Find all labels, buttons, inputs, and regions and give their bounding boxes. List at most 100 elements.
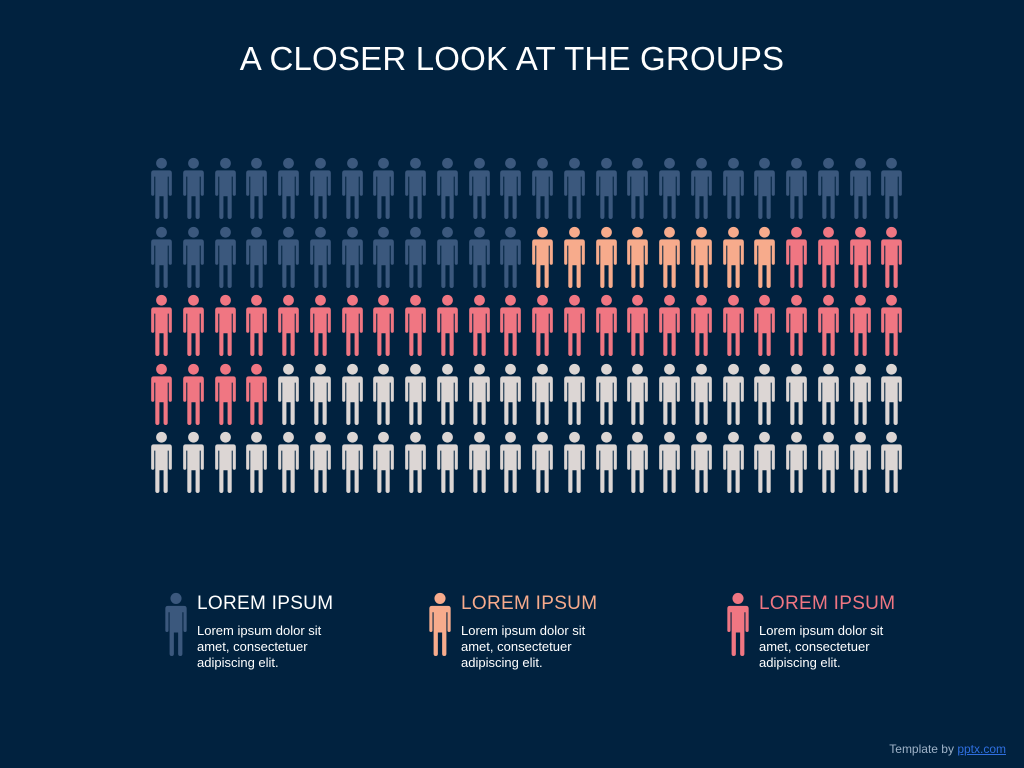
person-icon [627,157,649,219]
person-icon [341,294,363,356]
pictogram-grid [147,157,909,497]
person-icon [786,294,807,356]
person-icon [849,363,871,425]
person-icon [500,226,522,288]
person-icon [405,157,426,219]
person-icon [500,157,522,219]
person-icon [722,431,744,493]
person-icon [722,363,744,425]
person-icon [341,226,363,288]
person-icon [722,294,744,356]
legend-item-pink: LOREM IPSUM Lorem ipsum dolor sit amet, … [724,590,984,680]
person-icon [532,431,553,493]
person-icon [881,294,903,356]
person-icon [373,431,395,493]
person-icon [246,363,268,425]
person-icon [659,294,680,356]
person-icon [214,431,236,493]
person-icon [373,363,395,425]
person-icon [817,363,839,425]
person-icon [151,431,172,493]
person-icon [817,226,839,288]
person-icon [563,157,585,219]
legend-item-peach: LOREM IPSUM Lorem ipsum dolor sit amet, … [426,590,686,680]
person-icon [659,431,680,493]
person-icon [436,226,458,288]
slide-title: A CLOSER LOOK AT THE GROUPS [239,40,785,77]
person-icon [468,157,490,219]
person-icon [532,363,553,425]
person-icon [341,363,363,425]
person-icon [786,157,807,219]
person-icon [309,363,331,425]
person-icon [309,431,331,493]
person-icon [468,363,490,425]
person-icon [309,294,331,356]
person-icon [373,157,395,219]
legend-heading: LOREM IPSUM [461,593,598,614]
person-icon [165,592,187,656]
person-icon [659,226,680,288]
person-icon [532,226,553,288]
person-icon [722,157,744,219]
person-icon [532,157,553,219]
person-icon [881,226,903,288]
person-icon [690,363,712,425]
person-icon [690,294,712,356]
legend-heading: LOREM IPSUM [197,593,334,614]
person-icon [817,294,839,356]
person-icon [754,431,776,493]
person-icon [881,431,903,493]
legend-text: Lorem ipsum dolor sit amet, consectetuer… [461,623,586,670]
person-icon [151,157,172,219]
person-icon [309,226,331,288]
person-icon [817,157,839,219]
person-icon [849,157,871,219]
person-icon [690,226,712,288]
person-icon [278,226,299,288]
person-icon [595,226,617,288]
person-icon [436,157,458,219]
footer-prefix: Template by [889,742,958,756]
person-icon [182,363,204,425]
person-icon [754,363,776,425]
person-icon [468,294,490,356]
legend-text: Lorem ipsum dolor sit amet, consectetuer… [197,623,322,670]
person-icon [595,363,617,425]
person-icon [405,431,426,493]
person-icon [182,157,204,219]
person-icon [341,431,363,493]
person-icon [595,294,617,356]
person-icon [786,363,807,425]
person-icon [246,294,268,356]
person-icon [278,431,299,493]
person-icon [214,157,236,219]
person-icon [278,363,299,425]
footer-link[interactable]: pptx.com [957,742,1006,756]
person-icon [500,294,522,356]
person-icon [468,431,490,493]
person-icon [627,363,649,425]
person-icon [754,157,776,219]
person-icon [563,431,585,493]
person-icon [881,157,903,219]
person-icon [786,226,807,288]
person-icon [182,226,204,288]
person-icon [563,226,585,288]
person-icon [309,157,331,219]
person-icon [849,226,871,288]
person-icon [754,226,776,288]
person-icon [849,294,871,356]
person-icon [436,363,458,425]
person-icon [405,294,426,356]
person-icon [727,592,749,656]
person-icon [246,157,268,219]
person-icon [341,157,363,219]
person-icon [151,363,172,425]
person-icon [532,294,553,356]
person-icon [627,431,649,493]
person-icon [659,363,680,425]
person-icon [754,294,776,356]
person-icon [214,226,236,288]
